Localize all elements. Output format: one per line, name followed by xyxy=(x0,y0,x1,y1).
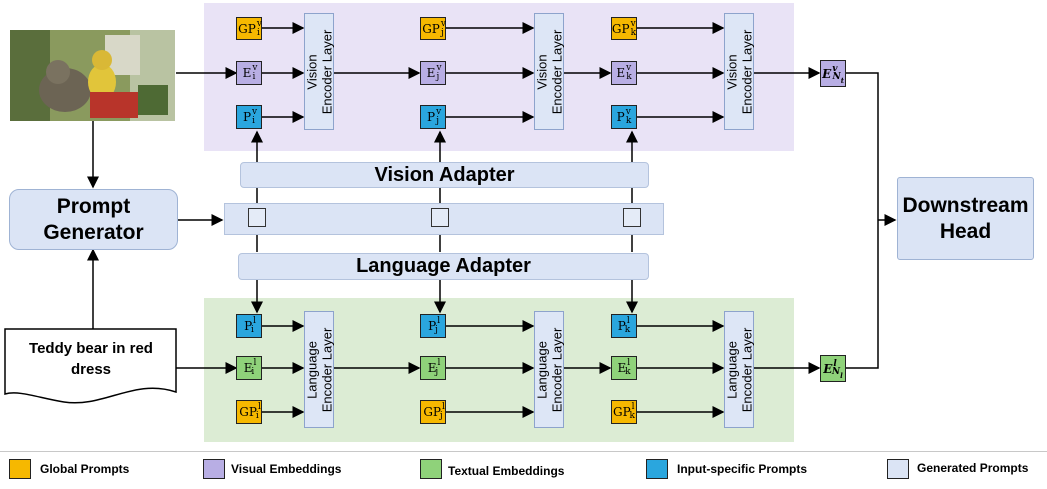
language-encoder-layer-2: Language Encoder Layer xyxy=(534,311,564,428)
language-encoder-layer-1: Language Encoder Layer xyxy=(304,311,334,428)
vision-encoder-layer-3: Vision Encoder Layer xyxy=(724,13,754,130)
text-input-document xyxy=(4,328,177,404)
prompt-generator: Prompt Generator xyxy=(9,189,178,250)
downstream-head: Downstream Head xyxy=(897,177,1034,260)
legend-label-visual-embeddings: Visual Embeddings xyxy=(231,462,342,476)
legend-swatch-visual-embeddings xyxy=(203,459,225,479)
vision-adapter: Vision Adapter xyxy=(240,162,649,188)
generated-prompt-j xyxy=(431,208,449,227)
input-image xyxy=(10,30,175,121)
legend-swatch-generated-prompts xyxy=(887,459,909,479)
legend-label-generated-prompts: Generated Prompts xyxy=(917,461,1029,475)
vision-encoder-layer-2: Vision Encoder Layer xyxy=(534,13,564,130)
legend-label-textual-embeddings: Textual Embeddings xyxy=(448,464,565,478)
legend-swatch-global-prompts xyxy=(9,459,31,479)
language-encoder-layer-3: Language Encoder Layer xyxy=(724,311,754,428)
text-input-label: Teddy bear in red dress xyxy=(29,340,153,378)
generated-prompt-i xyxy=(248,208,266,227)
legend-label-global-prompts: Global Prompts xyxy=(40,462,130,476)
vision-encoder-layer-1: Vision Encoder Layer xyxy=(304,13,334,130)
legend-divider xyxy=(0,451,1047,452)
language-adapter: Language Adapter xyxy=(238,253,649,280)
legend-swatch-input-specific-prompts xyxy=(646,459,668,479)
legend-label-input-specific-prompts: Input-specific Prompts xyxy=(677,462,808,476)
generated-prompt-k xyxy=(623,208,641,227)
legend-swatch-textual-embeddings xyxy=(420,459,442,479)
